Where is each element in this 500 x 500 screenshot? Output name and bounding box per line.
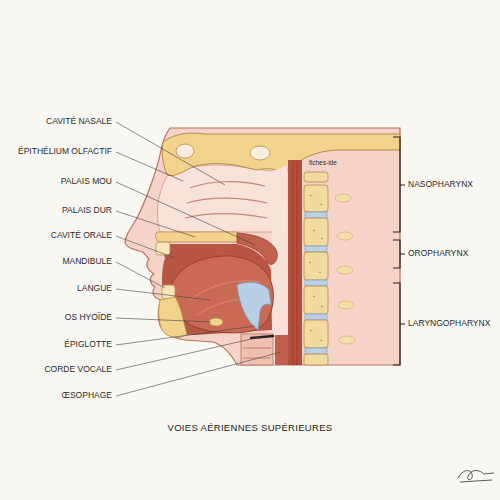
leader-line <box>116 326 255 345</box>
region-label: NASOPHARYNX <box>408 180 473 189</box>
tongue <box>170 256 273 333</box>
region-bracket <box>393 137 405 232</box>
region-label: LARYNGOPHARYNX <box>408 319 490 328</box>
head-section <box>125 128 400 365</box>
part-label: OS HYOÏDE <box>65 313 112 322</box>
soft-palate <box>237 233 277 264</box>
leader-line <box>116 262 165 288</box>
signature <box>458 471 494 483</box>
part-label: CAVITÉ ORALE <box>51 231 112 240</box>
bone-texture <box>309 195 323 341</box>
turbinate <box>190 182 265 188</box>
upper-tooth <box>156 242 170 255</box>
region-bracket <box>393 240 405 268</box>
diagram-title: VOIES AÉRIENNES SUPÉRIEURES <box>168 423 333 433</box>
trachea-ring <box>243 348 271 358</box>
vertebra <box>304 218 328 246</box>
leader-line <box>116 318 211 322</box>
vertebra <box>304 172 328 182</box>
vertebra <box>304 252 328 280</box>
part-label: ŒSOPHAGE <box>61 391 112 400</box>
part-label: PALAIS MOU <box>61 177 112 186</box>
vertebral-disc <box>305 246 327 252</box>
esophagus-tube <box>275 335 288 365</box>
vertebral-disc <box>305 314 327 320</box>
part-label: ÉPIGLOTTE <box>64 340 112 349</box>
vertebral-disc <box>305 212 327 218</box>
turbinate <box>185 214 267 218</box>
leader-line <box>116 152 183 181</box>
vocal-cord <box>251 336 273 338</box>
mandible-bone <box>159 297 187 337</box>
part-label: ÉPITHÉLIUM OLFACTIF <box>18 147 112 156</box>
region-bracket <box>393 283 405 365</box>
pharynx-muscle <box>288 160 302 365</box>
sphenoid-sinus <box>250 146 270 160</box>
spinous-process <box>338 301 354 309</box>
leader-line <box>116 337 260 370</box>
vertebra <box>304 320 328 348</box>
spinous-process <box>335 194 351 202</box>
larynx-tube <box>241 334 273 365</box>
frontal-sinus <box>176 144 194 158</box>
epiglottis-shape <box>237 282 271 330</box>
spinous-process <box>337 232 353 240</box>
part-label: CORDE VOCALE <box>44 365 112 374</box>
hard-palate <box>156 232 240 242</box>
part-label: PALAIS DUR <box>62 206 112 215</box>
vertebra <box>304 354 328 365</box>
muscle-fibre <box>293 162 297 365</box>
leader-line <box>116 236 175 258</box>
leader-line <box>116 122 225 185</box>
turbinate <box>187 198 267 203</box>
vertebra <box>304 185 328 212</box>
region-label: OROPHARYNX <box>408 249 468 258</box>
spinous-process <box>337 266 353 274</box>
part-label: LANGUE <box>77 284 112 293</box>
part-label: MANDIBULE <box>62 257 112 266</box>
vertebral-disc <box>305 280 327 286</box>
vertebral-disc <box>305 348 327 354</box>
leader-line <box>116 352 281 396</box>
vertebra <box>304 286 328 314</box>
hyoid-bone <box>209 318 223 326</box>
leader-line <box>116 182 255 245</box>
leader-line <box>116 289 210 300</box>
spinous-process <box>339 336 355 344</box>
leader-line <box>116 211 195 237</box>
part-label: CAVITÉ NASALE <box>46 117 112 126</box>
lower-tooth <box>162 285 175 299</box>
watermark: fiches-ide <box>309 159 337 166</box>
